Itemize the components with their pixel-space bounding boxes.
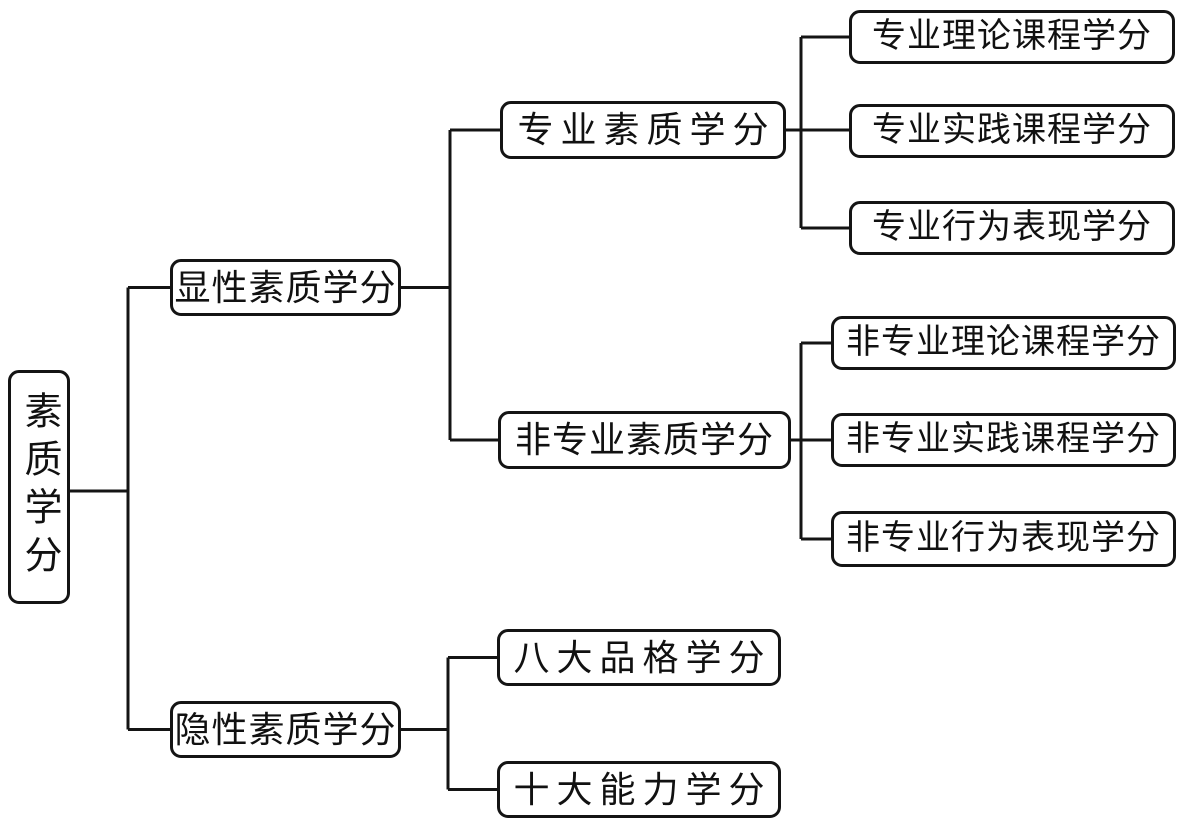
node-professional-quality-credits: 专业素质学分 <box>500 101 786 159</box>
node-nonprofessional-practice-course-credits: 非专业实践课程学分 <box>831 413 1176 467</box>
node-explicit-quality-credits: 显性素质学分 <box>170 259 401 316</box>
node-nonprofessional-theory-course-credits: 非专业理论课程学分 <box>831 316 1176 370</box>
node-nonprofessional-quality-credits: 非专业素质学分 <box>498 411 791 469</box>
node-professional-practice-course-credits: 专业实践课程学分 <box>849 104 1175 158</box>
node-nonprofessional-behavior-credits: 非专业行为表现学分 <box>831 511 1176 567</box>
node-ten-ability-credits: 十大能力学分 <box>497 761 781 818</box>
node-eight-character-credits: 八大品格学分 <box>497 629 781 686</box>
node-professional-behavior-credits: 专业行为表现学分 <box>849 201 1175 255</box>
node-implicit-quality-credits: 隐性素质学分 <box>170 701 401 758</box>
node-professional-theory-course-credits: 专业理论课程学分 <box>849 10 1175 64</box>
node-quality-credits: 素质学分 <box>8 370 70 604</box>
